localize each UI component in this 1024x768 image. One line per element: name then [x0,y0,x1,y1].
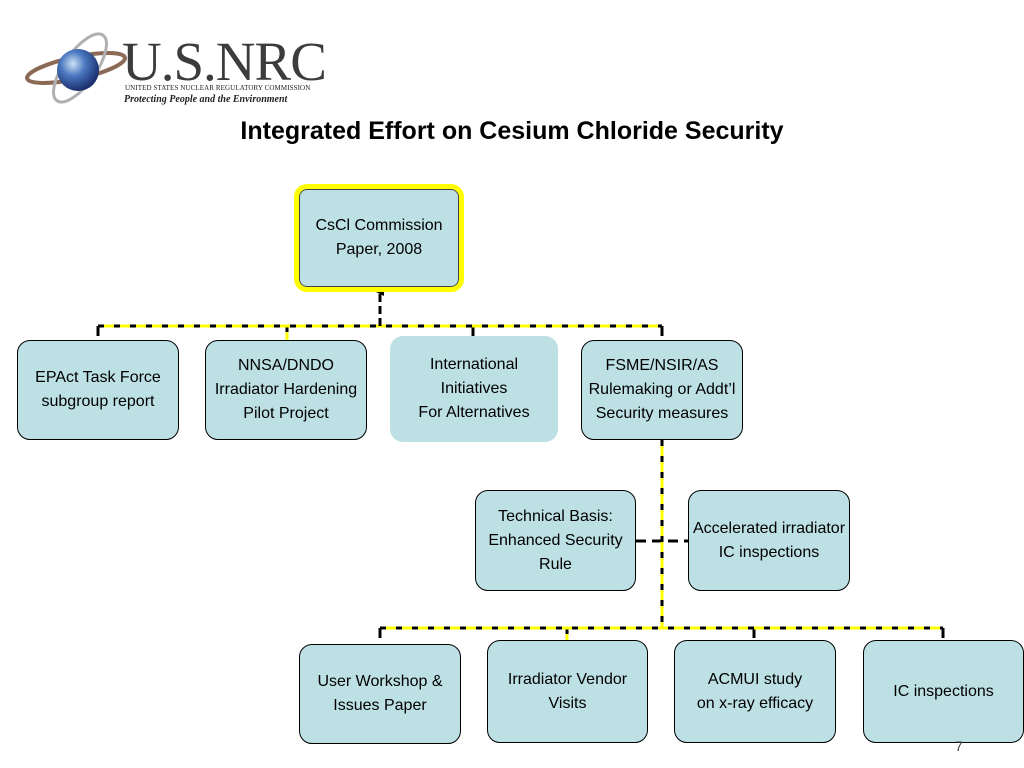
globe-icon [25,32,127,104]
node-technical-basis: Technical Basis: Enhanced Security Rule [475,490,636,591]
node-irradiator-vendor-visits: Irradiator Vendor Visits [487,640,648,743]
node-cscl-commission-paper: CsCl Commission Paper, 2008 [294,184,464,292]
node-fsme-nsir-as: FSME/NSIR/AS Rulemaking or Addt’l Securi… [581,340,743,440]
node-accelerated-irradiator: Accelerated irradiator IC inspections [688,490,850,591]
node-epact-task-force: EPAct Task Force subgroup report [17,340,179,440]
logo-subtitle: UNITED STATES NUCLEAR REGULATORY COMMISS… [125,84,311,92]
node-nnsa-dndo: NNSA/DNDO Irradiator Hardening Pilot Pro… [205,340,367,440]
logo-wordmark: U.S.NRC [122,31,327,92]
node-user-workshop: User Workshop & Issues Paper [299,644,461,744]
slide-number: 7 [955,738,963,754]
nrc-logo: U.S.NRC UNITED STATES NUCLEAR REGULATORY… [22,22,332,114]
logo-tagline: Protecting People and the Environment [124,94,288,105]
slide-title: Integrated Effort on Cesium Chloride Sec… [240,117,784,145]
node-acmui-study: ACMUI study on x-ray efficacy [674,640,836,743]
node-international-initiatives: International Initiatives For Alternativ… [390,336,558,442]
node-ic-inspections: IC inspections [863,640,1024,743]
